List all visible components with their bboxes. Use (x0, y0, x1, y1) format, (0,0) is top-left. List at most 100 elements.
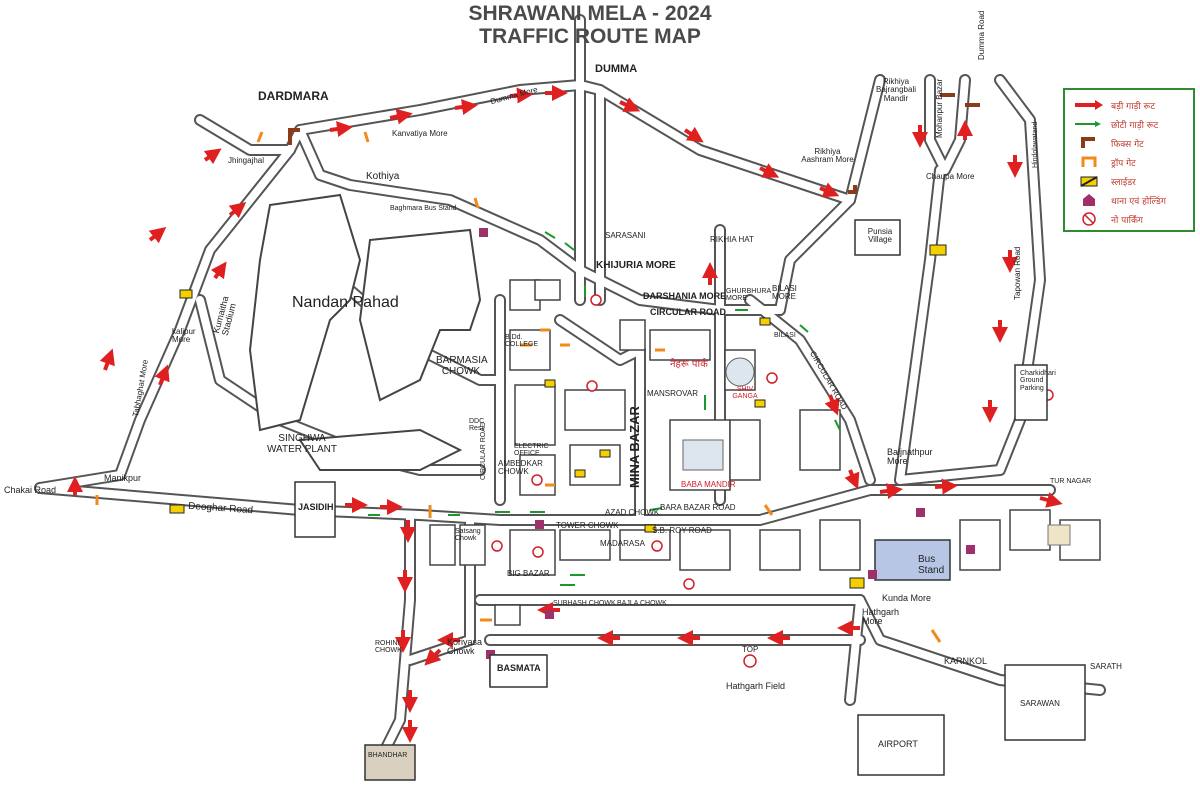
label-subhash: SUBHASH CHOWK (553, 600, 616, 607)
legend-small-vehicle: छोटी गाड़ी रूट (1071, 115, 1158, 133)
title-line-1: SHRAWANI MELA - 2024 (468, 2, 712, 25)
map-title: SHRAWANI MELA - 2024 TRAFFIC ROUTE MAP (390, 2, 790, 48)
label-basmata: BASMATA (497, 663, 541, 673)
label-dumma-road: Dumma Road (977, 10, 986, 60)
label-kothiya: Kothiya (366, 171, 400, 182)
label-baghmara: Baghmara Bus Stand (390, 205, 457, 212)
drop-gates (95, 131, 942, 643)
label-singhwa: SINGHWA WATER PLANT (266, 433, 337, 455)
legend-drop-gate-label: ड्रॉप गेट (1111, 158, 1136, 169)
label-darshania: DARSHANIA MORE (643, 291, 727, 301)
label-bajla: BAJLA CHOWK (617, 600, 667, 607)
fixed-gates (288, 93, 980, 194)
small-vehicle-route-arrows (368, 231, 841, 586)
label-chakai: Chakai Road (4, 485, 57, 495)
label-nandan-pahad: Nandan Pahad (292, 294, 399, 311)
label-dardmara: DARDMARA (258, 89, 329, 103)
label-circular-road-west: CIRCULAR ROAD (480, 422, 487, 480)
legend-big-vehicle-label: बड़ी गाड़ी रूट (1111, 101, 1156, 112)
legend-fixed-gate: फिक्स गेट (1071, 134, 1144, 152)
label-punsia: Punsia Village (867, 227, 893, 245)
legend-drop-gate: ड्रॉप गेट (1071, 153, 1136, 171)
big-vehicle-route-arrows (67, 85, 1063, 743)
label-ghurbhura: GHURBHURA MORE (726, 288, 771, 303)
label-dumma: DUMMA (595, 63, 638, 75)
singhwa-block (298, 428, 463, 471)
label-nehru-park: नेहरू पार्क (670, 359, 708, 370)
map-legend: बड़ी गाड़ी रूट छोटी गाड़ी रूट फिक्स गेट … (1063, 88, 1195, 232)
label-sb-roy: S.B. ROY ROAD (652, 526, 712, 535)
label-sarasani: SARASANI (605, 231, 646, 240)
label-sarath: SARATH (1090, 662, 1122, 671)
barmasia-block (358, 228, 482, 402)
label-karnkol: KARNKOL (944, 656, 988, 666)
label-bilasi-more: BILASI MORE (772, 284, 797, 302)
label-satsang: Satsang Chowk (455, 528, 481, 543)
legend-slider: स्लाईडर (1071, 172, 1136, 190)
label-chaupa: Chaupa More (926, 172, 975, 181)
basmata-block (489, 654, 548, 688)
bus-stand-area (874, 539, 951, 581)
label-ambedkar: AMBEDKAR CHOWK (498, 459, 543, 477)
legend-no-parking: नो पार्किंग (1071, 210, 1143, 228)
label-tapowan: Tapowan Road (1013, 246, 1022, 300)
label-charkidhari: Charkidhari Ground Parking (1020, 370, 1056, 392)
label-bus-stand: Bus Stand (918, 554, 945, 576)
label-shiv-ganga: SHIV GANGA (732, 386, 758, 401)
label-khijuria: KHIJURIA MORE (596, 260, 676, 271)
label-koriyasa: Koriyasa Chowk (447, 637, 483, 657)
legend-slider-label: स्लाईडर (1111, 177, 1136, 188)
label-rikhiya-ashram: Rikhiya Aashram More (801, 147, 854, 165)
label-mohanpur: Mohanpur Bazar (935, 78, 944, 138)
label-airport: AIRPORT (878, 739, 918, 749)
label-kunda: Kunda More (882, 593, 932, 603)
label-hindolwatand: Hindolawatand (1032, 121, 1039, 168)
jasidih-block (294, 481, 336, 538)
legend-fixed-gate-label: फिक्स गेट (1111, 139, 1144, 150)
label-mina-bazar: MINA BAZAR (627, 406, 642, 488)
legend-police-label: थाना एवं होल्डिंग (1111, 196, 1166, 207)
label-circular-road: CIRCULAR ROAD (650, 307, 726, 317)
label-top: TOP (742, 645, 759, 654)
label-rikhiya-bajrangbali: Rikhiya Bajrangbali Mandir (875, 77, 917, 103)
label-madarasa: MADARASA (600, 539, 645, 548)
punsia-block (854, 219, 901, 256)
label-bilasi: BILASI (774, 332, 796, 339)
label-bhandhar: BHANDHAR (368, 752, 408, 759)
sarawan-block (1004, 664, 1086, 741)
baman-block (1047, 524, 1071, 546)
label-tower-chowk: TOWER CHOWK (556, 521, 619, 530)
legend-police: थाना एवं होल्डिंग (1071, 191, 1166, 209)
title-line-2: TRAFFIC ROUTE MAP (479, 25, 701, 48)
airport-block (857, 714, 945, 776)
legend-big-vehicle: बड़ी गाड़ी रूट (1071, 96, 1155, 114)
label-rohini: ROHINI CHOWK (375, 640, 402, 655)
charkidhari-block (1014, 364, 1048, 421)
legend-small-vehicle-label: छोटी गाड़ी रूट (1111, 120, 1159, 131)
label-mansrovar: MANSROVAR (647, 389, 698, 398)
label-rikhia-hat: RIKHIA HAT (710, 235, 754, 244)
label-electric: ELECTRIC OFFICE (514, 443, 549, 458)
label-tur-nagar: TUR NAGAR (1050, 478, 1092, 485)
sliders (169, 244, 947, 589)
nandan-pahad-area (248, 193, 362, 432)
label-kanvatiya: Kanvatiya More (392, 129, 448, 138)
label-baba-mandir: BABA MANDIR (681, 480, 736, 489)
bhandhar-block (364, 744, 416, 781)
label-bara-bazar: BARA BAZAR ROAD (660, 503, 736, 512)
label-bd-college: B.Dd. COLLEGE (505, 334, 539, 349)
label-sarawan: SARAWAN (1020, 699, 1060, 708)
label-barmasia: BARMASIA CHOWK (436, 355, 488, 377)
label-baijnathpur: Baijnathpur More (887, 447, 933, 467)
no-parking-signs (491, 294, 1054, 668)
label-jhingajhal: Jhingajhal (228, 156, 265, 165)
shiv-ganga-icon (725, 357, 755, 387)
label-hathgarh-field: Hathgarh Field (726, 681, 786, 691)
label-hathgarh-more: Hathgarh More (862, 607, 900, 627)
legend-no-parking-label: नो पार्किंग (1111, 215, 1143, 226)
label-azad-chowk: AZAD CHOWK (605, 508, 660, 517)
label-ddc: DDC Resi. (469, 418, 485, 433)
label-jasidih: JASIDIH (298, 502, 334, 512)
baba-mandir-icon (682, 439, 724, 471)
